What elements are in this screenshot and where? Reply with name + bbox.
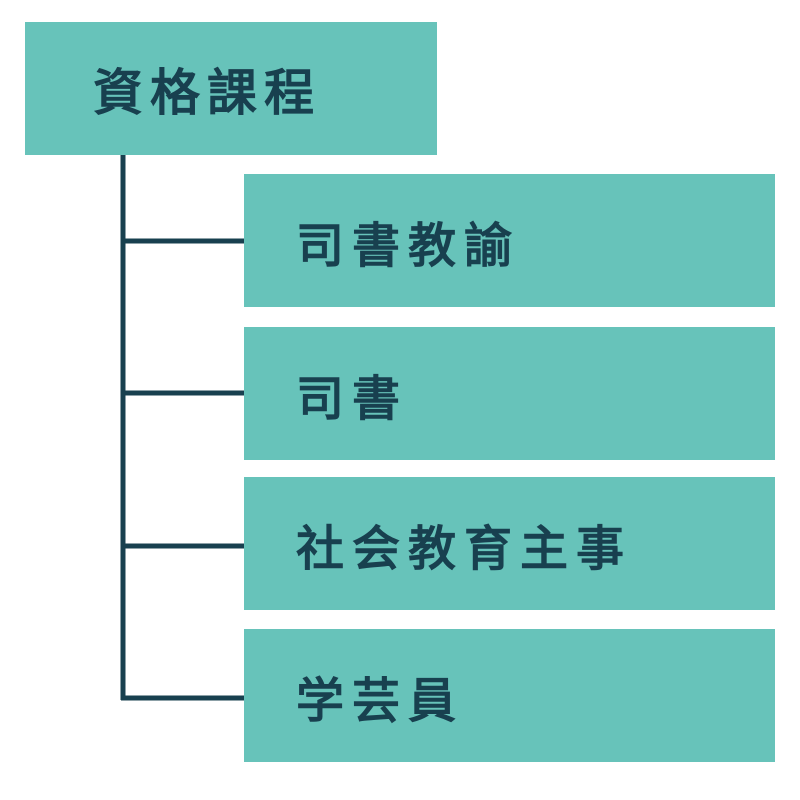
child-node-curator: 学芸員 [244,629,775,762]
child-node-social-education-officer: 社会教育主事 [244,477,775,610]
child-node-label: 学芸員 [296,672,465,729]
child-node-librarian: 司書 [244,327,775,460]
root-node: 資格課程 [25,22,437,155]
root-node-label: 資格課程 [93,63,321,122]
child-node-librarian-teacher: 司書教諭 [244,174,775,307]
child-node-label: 司書教諭 [296,217,521,274]
child-node-label: 社会教育主事 [296,520,633,577]
child-node-label: 司書 [296,370,409,427]
